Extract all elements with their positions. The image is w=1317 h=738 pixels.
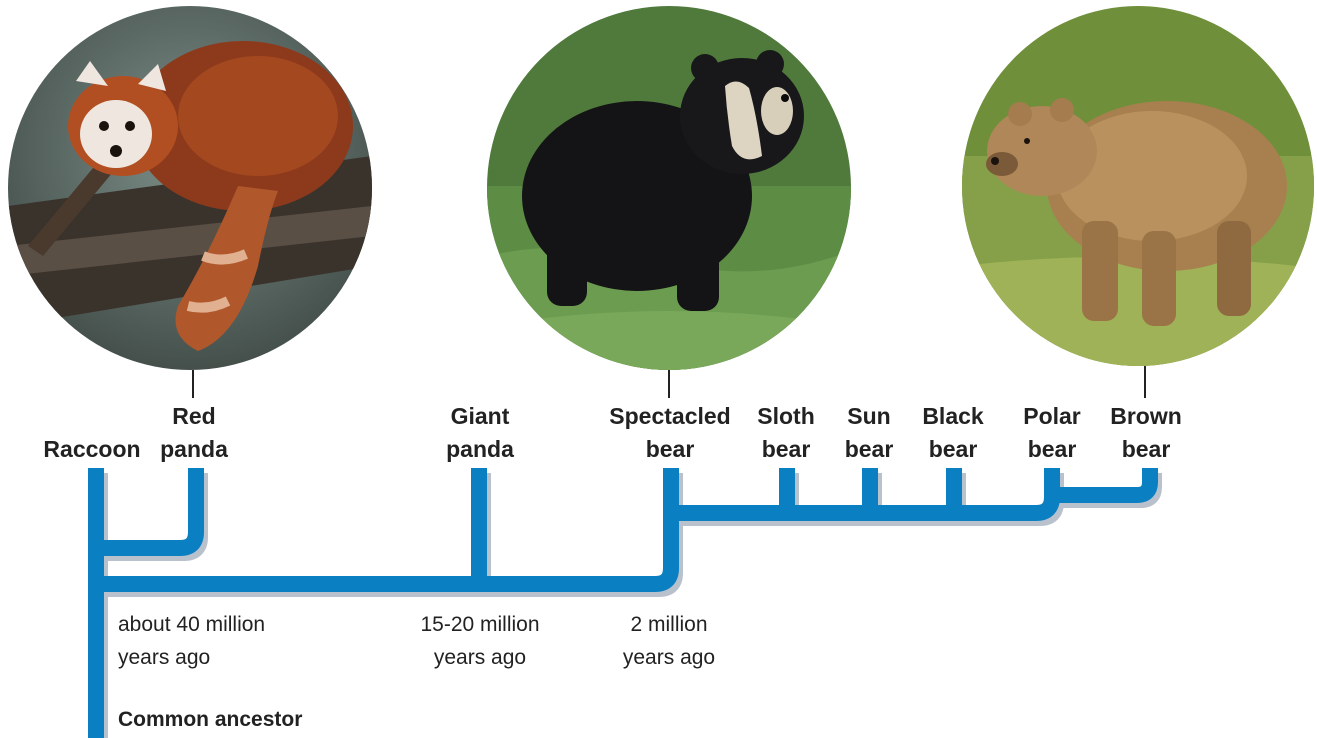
label-giant-panda: Giant panda xyxy=(446,400,514,466)
label-raccoon: Raccoon xyxy=(43,433,140,466)
time-label-40-million: about 40 million years ago xyxy=(118,608,265,674)
branches xyxy=(96,468,1150,738)
branch-brown-bear xyxy=(1052,468,1150,495)
label-black-bear: Black bear xyxy=(922,400,983,466)
label-sloth-bear: Sloth bear xyxy=(757,400,815,466)
time-label-15-20-million: 15-20 million years ago xyxy=(420,608,539,674)
common-ancestor-label: Common ancestor xyxy=(118,703,302,736)
label-brown-bear: Brown bear xyxy=(1110,400,1182,466)
label-polar-bear: Polar bear xyxy=(1023,400,1081,466)
time-label-2-million: 2 million years ago xyxy=(623,608,715,674)
label-red-panda: Red panda xyxy=(160,400,228,466)
branch-main-to-bears xyxy=(96,468,671,584)
label-sun-bear: Sun bear xyxy=(845,400,894,466)
branch-red-panda xyxy=(96,468,196,548)
label-spectacled-bear: Spectacled bear xyxy=(609,400,730,466)
branch-bear-clade xyxy=(671,468,1052,513)
